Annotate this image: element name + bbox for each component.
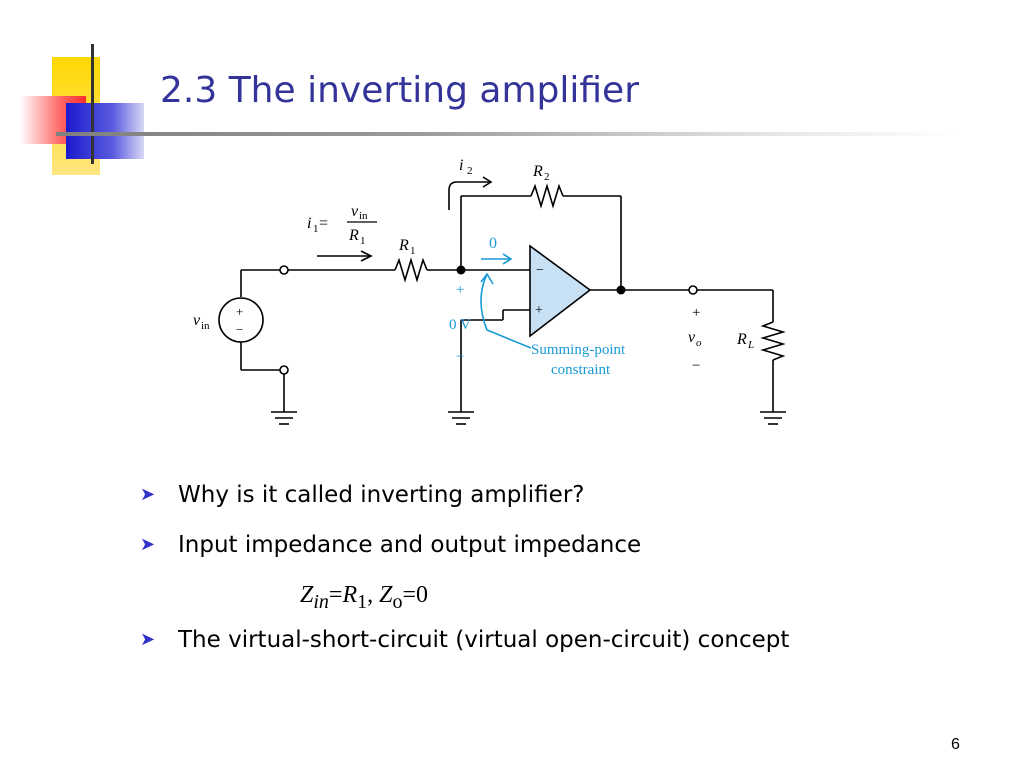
i1-denominator: R xyxy=(348,227,359,244)
impedance-formula: Zin=R1, Zo=0 xyxy=(300,582,429,613)
svg-text:−: − xyxy=(692,358,700,374)
constraint-label: constraint xyxy=(551,362,611,378)
bullet-arrow-icon: ➤ xyxy=(140,629,156,650)
i1-numerator: v xyxy=(351,203,359,220)
vo-label: v xyxy=(688,329,696,346)
title-underline xyxy=(56,132,956,136)
svg-text:o: o xyxy=(696,337,702,349)
svg-text:+: + xyxy=(236,304,243,319)
i1-label: i xyxy=(307,215,311,232)
svg-text:−: − xyxy=(236,322,243,337)
svg-text:1: 1 xyxy=(313,223,319,235)
svg-text:L: L xyxy=(747,339,754,351)
i2-label: i xyxy=(459,157,463,174)
r2-label: R xyxy=(532,163,543,180)
rl-label: R xyxy=(736,331,747,348)
opamp-plus: + xyxy=(535,303,543,318)
page-number: 6 xyxy=(951,736,960,753)
deco-blue-block xyxy=(66,103,144,159)
svg-text:2: 2 xyxy=(467,165,473,177)
svg-text:in: in xyxy=(359,210,368,222)
summing-point-label: Summing-point xyxy=(531,342,626,358)
svg-text:+: + xyxy=(692,305,700,321)
inverting-amplifier-circuit: i 2 R 2 i 1 = v in R 1 R 1 0 + 0 V − v i… xyxy=(193,157,786,425)
svg-text:+: + xyxy=(456,282,464,298)
deco-vertical-line xyxy=(91,44,94,164)
slide-title: 2.3 The inverting amplifier xyxy=(160,70,640,111)
vin-label: v xyxy=(193,312,201,329)
r1-label: R xyxy=(398,237,409,254)
opamp-minus: − xyxy=(536,263,544,278)
bullet-arrow-icon: ➤ xyxy=(140,534,156,555)
zero-volt-label: 0 V xyxy=(449,317,471,333)
svg-text:=: = xyxy=(319,215,328,232)
svg-text:1: 1 xyxy=(360,235,366,247)
svg-text:1: 1 xyxy=(410,245,416,257)
zero-current-label: 0 xyxy=(489,235,497,252)
svg-text:−: − xyxy=(456,349,464,365)
opamp-triangle xyxy=(529,244,592,338)
svg-text:2: 2 xyxy=(544,171,550,183)
svg-text:in: in xyxy=(201,320,210,332)
bullet-arrow-icon: ➤ xyxy=(140,484,156,505)
